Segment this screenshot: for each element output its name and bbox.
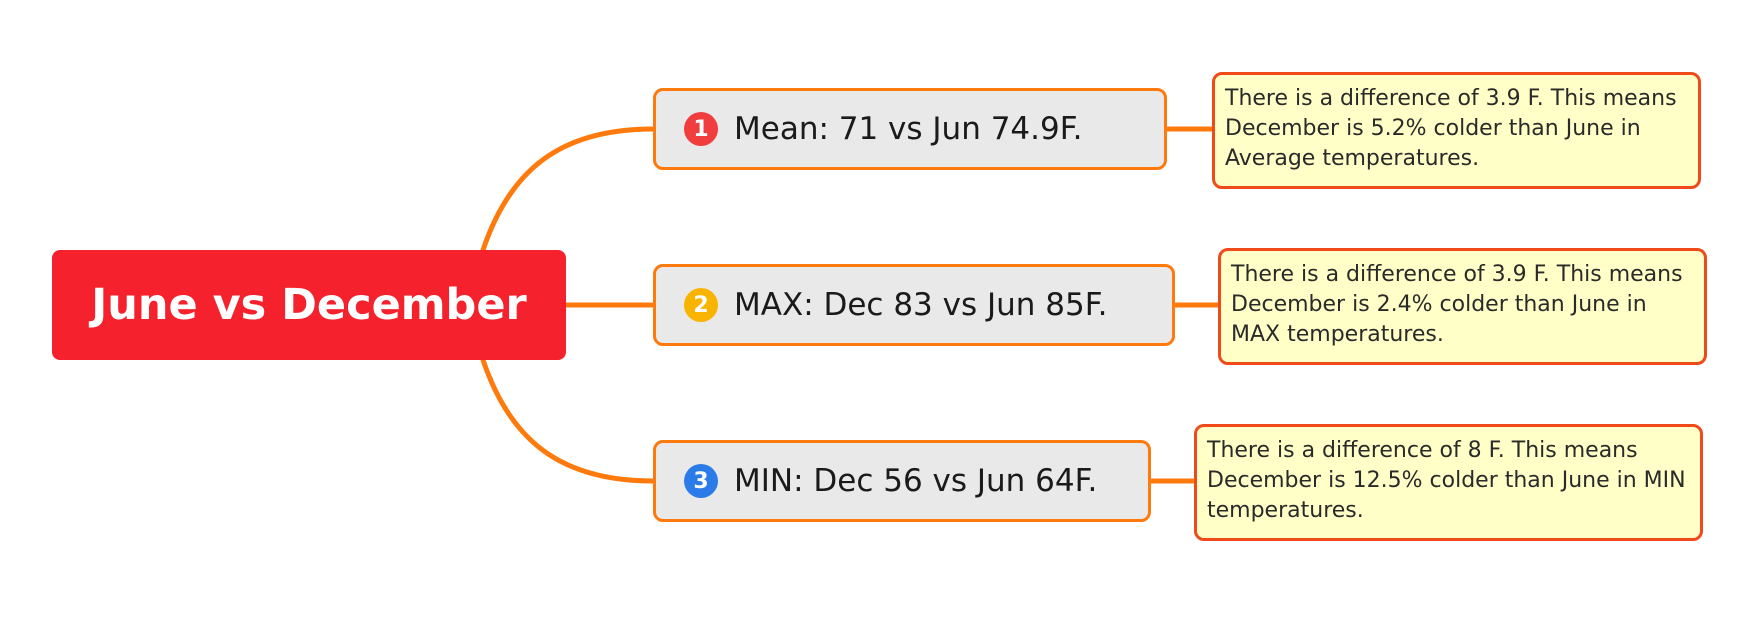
topic-max-label: MAX: Dec 83 vs Jun 85F. [734, 287, 1108, 323]
priority-3-icon: 3 [684, 464, 718, 498]
topic-min[interactable]: 3 MIN: Dec 56 vs Jun 64F. [653, 440, 1151, 522]
central-topic-label: June vs December [91, 280, 527, 330]
note-min[interactable]: There is a difference of 8 F. This means… [1194, 424, 1703, 541]
topic-min-label: MIN: Dec 56 vs Jun 64F. [734, 463, 1098, 499]
topic-max[interactable]: 2 MAX: Dec 83 vs Jun 85F. [653, 264, 1175, 346]
connector-branch-1 [480, 126, 656, 253]
topic-mean-label: Mean: 71 vs Jun 74.9F. [734, 111, 1083, 147]
connector-branch-3 [480, 357, 656, 484]
topic-mean[interactable]: 1 Mean: 71 vs Jun 74.9F. [653, 88, 1167, 170]
note-max[interactable]: There is a difference of 3.9 F. This mea… [1218, 248, 1707, 365]
priority-1-icon: 1 [684, 112, 718, 146]
central-topic[interactable]: June vs December [52, 250, 566, 360]
priority-2-icon: 2 [684, 288, 718, 322]
note-mean[interactable]: There is a difference of 3.9 F. This mea… [1212, 72, 1701, 189]
